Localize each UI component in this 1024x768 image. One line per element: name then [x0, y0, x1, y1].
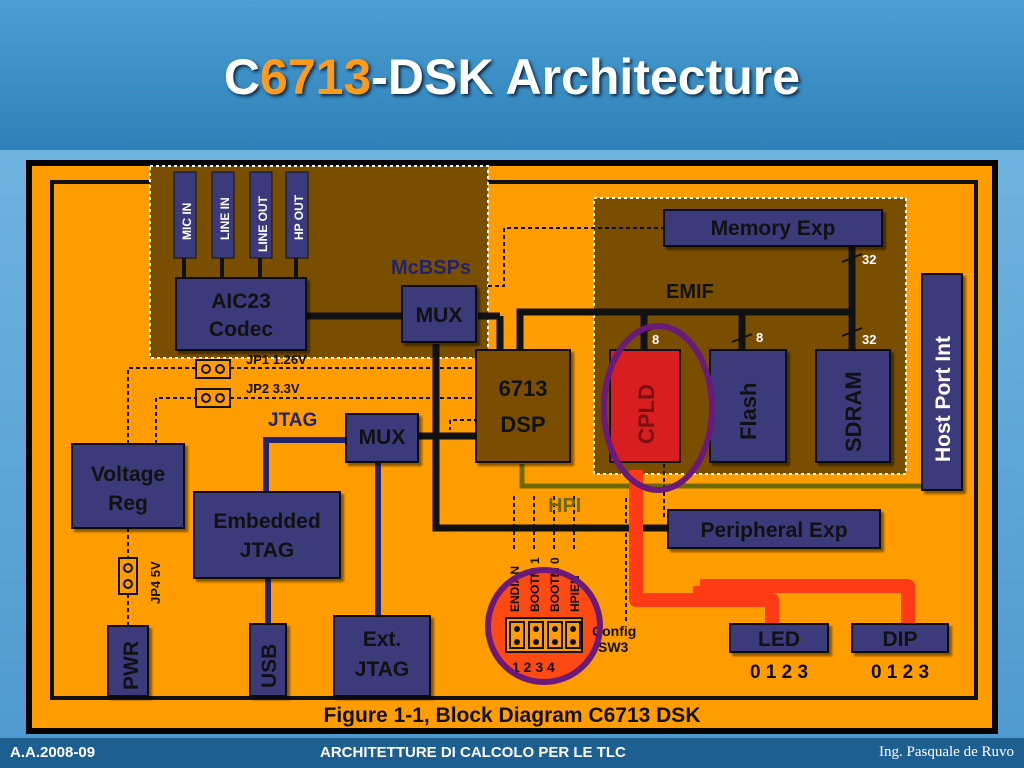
jack-line-in: LINE IN — [218, 197, 232, 240]
led-numbers: 0 1 2 3 — [750, 662, 808, 683]
host-port-int-label: Host Port Int — [932, 336, 955, 462]
flash-block — [709, 349, 787, 463]
peripheral-exp-block — [667, 509, 881, 549]
led-label: LED — [758, 628, 800, 651]
jack-line-out: LINE OUT — [256, 195, 270, 252]
mux-top-block — [401, 285, 477, 343]
jack-mic-in: MIC IN — [180, 203, 194, 240]
title-part-1: C — [223, 49, 261, 105]
title-highlight: 6713 — [260, 49, 372, 105]
bus-8-flash: 8 — [756, 330, 763, 345]
footer-author: Ing. Pasquale de Ruvo — [879, 744, 1014, 760]
pwr-label: PWR — [120, 641, 143, 690]
audio-region-border — [149, 165, 489, 359]
dsp-line1: 6713 — [499, 376, 548, 401]
dsp-block — [475, 349, 571, 463]
dsp-line2: DSP — [500, 412, 545, 437]
dip-block — [851, 623, 949, 653]
footer-year: A.A.2008-09 — [10, 744, 96, 761]
flash-label: Flash — [736, 383, 761, 440]
jtag-label: JTAG — [268, 410, 317, 431]
dip-label: DIP — [882, 628, 917, 651]
board-outline — [50, 180, 978, 700]
hpi-label: HPI — [548, 495, 581, 517]
jp4-label: JP4 5V — [148, 561, 163, 604]
bus-32-sdram: 32 — [862, 332, 876, 347]
figure-caption: Figure 1-1, Block Diagram C6713 DSK — [324, 704, 701, 727]
led-block — [729, 623, 829, 653]
dip-numbers: 0 1 2 3 — [871, 662, 929, 683]
bus-8-cpld: 8 — [652, 332, 659, 347]
jp1-label: JP1 1.26V — [246, 352, 307, 367]
cpld-label: CPLD — [634, 384, 659, 444]
embedded-jtag-block — [193, 491, 341, 579]
title-part-2: -DSK Architecture — [371, 49, 801, 105]
config-numbers: 1 2 3 4 — [512, 659, 555, 675]
emif-region-border — [593, 197, 907, 475]
voltage-reg-line2: Reg — [108, 492, 148, 515]
memory-exp-label: Memory Exp — [711, 217, 836, 240]
host-port-int-block — [921, 273, 963, 491]
switch-bootm1: BOOTM 1 — [528, 557, 542, 612]
config-highlight-ring — [485, 567, 603, 685]
mcbsps-label: McBSPs — [391, 257, 471, 279]
voltage-reg-line1: Voltage — [91, 463, 165, 486]
slide-title: C6713-DSK Architecture — [0, 48, 1024, 106]
config-label-line1: Config — [592, 623, 636, 639]
embedded-jtag-line1: Embedded — [213, 510, 320, 533]
usb-block — [249, 623, 287, 697]
cpld-highlight-ring — [601, 323, 715, 493]
sdram-label: SDRAM — [841, 371, 866, 452]
embedded-jtag-line2: JTAG — [240, 539, 294, 562]
peripheral-exp-label: Peripheral Exp — [700, 519, 847, 542]
ext-jtag-block — [333, 615, 431, 697]
jp2-label: JP2 3.3V — [246, 381, 300, 396]
sdram-block — [815, 349, 891, 463]
ext-jtag-line1: Ext. — [363, 628, 402, 651]
footer-course: ARCHITETTURE DI CALCOLO PER LE TLC — [320, 744, 626, 761]
config-label-line2: SW3 — [598, 639, 629, 655]
footer-bar: A.A.2008-09 ARCHITETTURE DI CALCOLO PER … — [0, 738, 1024, 768]
codec-line1: AIC23 — [211, 290, 271, 313]
cpld-block — [609, 349, 681, 463]
codec-line2: Codec — [209, 318, 274, 341]
bus-32-top: 32 — [862, 252, 876, 267]
emif-label: EMIF — [666, 281, 714, 303]
codec-block — [175, 277, 307, 351]
jack-hp-out: HP OUT — [292, 194, 306, 240]
voltage-reg-block — [71, 443, 185, 529]
ext-jtag-line2: JTAG — [355, 658, 409, 681]
cpld-trace — [629, 470, 915, 624]
title-band — [0, 0, 1024, 150]
mux-top-label: MUX — [416, 304, 463, 327]
mux-jtag-block — [345, 413, 419, 463]
memory-exp-block — [663, 209, 883, 247]
usb-label: USB — [258, 644, 281, 688]
switch-bootm0: BOOTM 0 — [548, 557, 562, 612]
pwr-block — [107, 625, 149, 697]
mux-jtag-label: MUX — [359, 426, 406, 449]
